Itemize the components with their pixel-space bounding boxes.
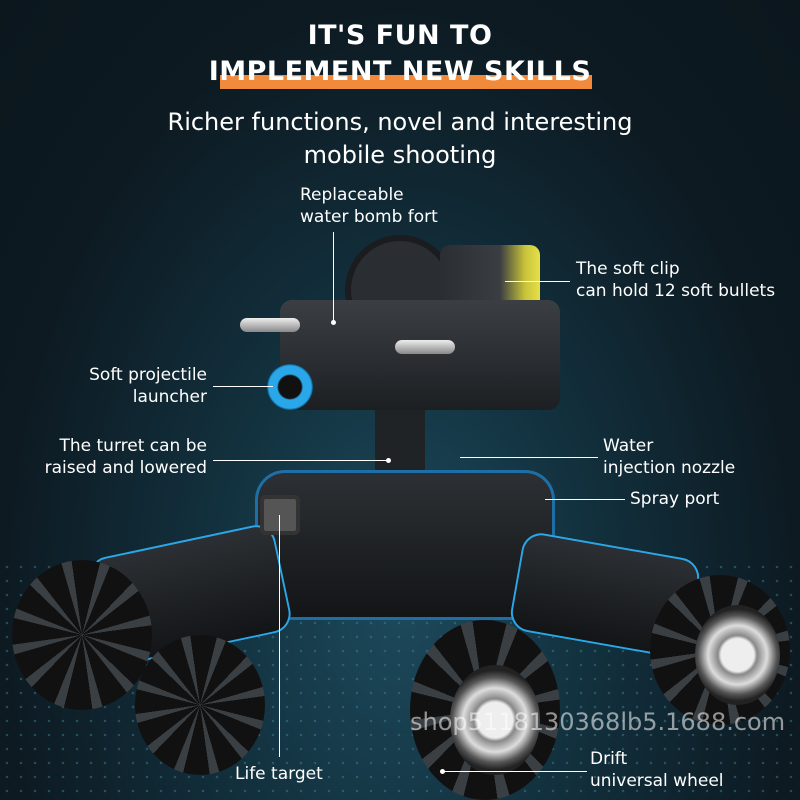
callout-line: [460, 457, 598, 458]
callout-text: Water: [603, 436, 654, 456]
subtitle: Richer functions, novel and interesting …: [0, 106, 800, 172]
callout-line: [333, 232, 334, 322]
callout-dot: [440, 769, 445, 774]
callout-text: can hold 12 soft bullets: [576, 281, 776, 301]
callout-text: Life target: [235, 764, 323, 784]
subtitle-line1: Richer functions, novel and interesting: [167, 108, 633, 136]
callout-text: launcher: [132, 387, 207, 407]
callout-text: The turret can be: [59, 436, 208, 456]
callout-line: [545, 499, 625, 500]
callout-text: Spray port: [630, 489, 720, 509]
watermark: shop5118130368lb5.1688.com: [410, 708, 786, 736]
callout-line: [442, 771, 587, 772]
callout-target: Life target: [235, 763, 323, 785]
wheel-rear-left: [135, 635, 265, 775]
callout-text: The soft clip: [576, 259, 680, 279]
callout-line: [213, 386, 273, 387]
callout-line: [505, 281, 570, 282]
callout-text: water bomb fort: [300, 207, 438, 227]
turret-body: [280, 300, 560, 410]
callout-text: Drift: [590, 749, 628, 769]
barrel: [240, 318, 300, 332]
callout-dot: [386, 458, 391, 463]
headline-underline: [220, 75, 592, 89]
callout-text: universal wheel: [590, 771, 724, 791]
subtitle-line2: mobile shooting: [303, 141, 497, 169]
car-body: [255, 470, 555, 620]
barrel: [395, 340, 455, 354]
launcher-muzzle: [267, 364, 313, 410]
headline-line2: IMPLEMENT NEW SKILLS: [0, 56, 800, 87]
callout-text: raised and lowered: [44, 458, 207, 478]
callout-line: [213, 460, 388, 461]
callout-spray: Spray port: [630, 488, 719, 510]
headline-line2-text: IMPLEMENT NEW SKILLS: [208, 56, 592, 87]
callout-dot: [331, 320, 336, 325]
headline-line1: IT'S FUN TO: [307, 20, 493, 51]
callout-text: Soft projectile: [89, 365, 207, 385]
wheel-hub: [450, 665, 540, 775]
callout-line: [279, 515, 280, 757]
life-target-sensor: [260, 495, 300, 535]
wheel-hub: [695, 605, 780, 705]
wheel-front-left: [12, 560, 152, 710]
callout-text: Replaceable: [300, 185, 404, 205]
callout-text: injection nozzle: [603, 458, 736, 478]
